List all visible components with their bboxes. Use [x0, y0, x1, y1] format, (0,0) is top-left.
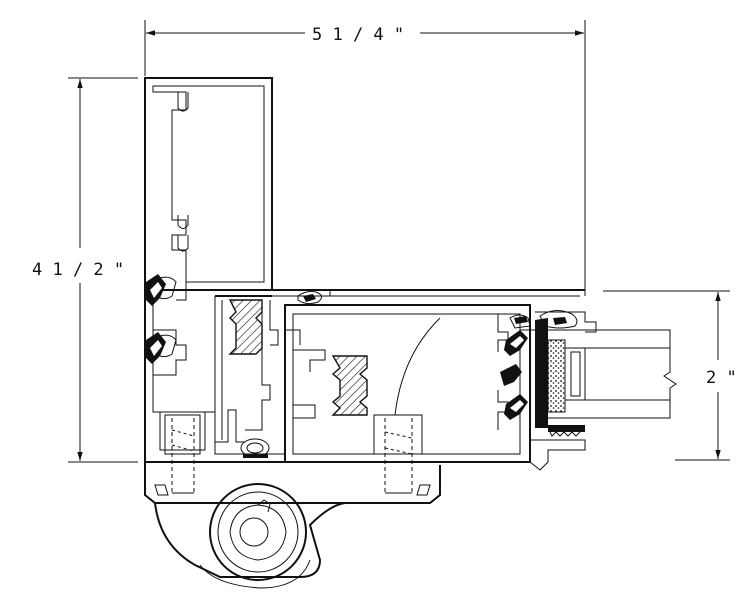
- sash-depth-dimension: [603, 290, 730, 461]
- roller-wheel-outer: [209, 483, 307, 581]
- jamb-gaskets: [146, 274, 177, 364]
- width-dimension-label: 5 1 / 4 ": [312, 25, 404, 45]
- sash-sill: [285, 439, 586, 471]
- sash-thermal-barrier: [331, 355, 368, 416]
- sash-inside-gaskets: [500, 314, 531, 420]
- thermal-strut-left: [214, 291, 322, 443]
- frame-jamb: [144, 77, 273, 291]
- sash-depth-label: 2 ": [706, 368, 737, 388]
- frame-head: [215, 289, 585, 297]
- glazing-unit: [535, 310, 677, 437]
- screw-boss-right: [373, 414, 423, 494]
- roller-axle: [239, 517, 269, 547]
- roller-hardware: [144, 462, 441, 589]
- bottom-bulb-gasket: [240, 438, 270, 458]
- height-dimension-label: 4 1 / 2 ": [32, 260, 124, 280]
- sash-member: [284, 304, 535, 463]
- height-dimension: [68, 77, 138, 463]
- width-dimension: [144, 20, 586, 296]
- screw-boss-left: [164, 414, 201, 494]
